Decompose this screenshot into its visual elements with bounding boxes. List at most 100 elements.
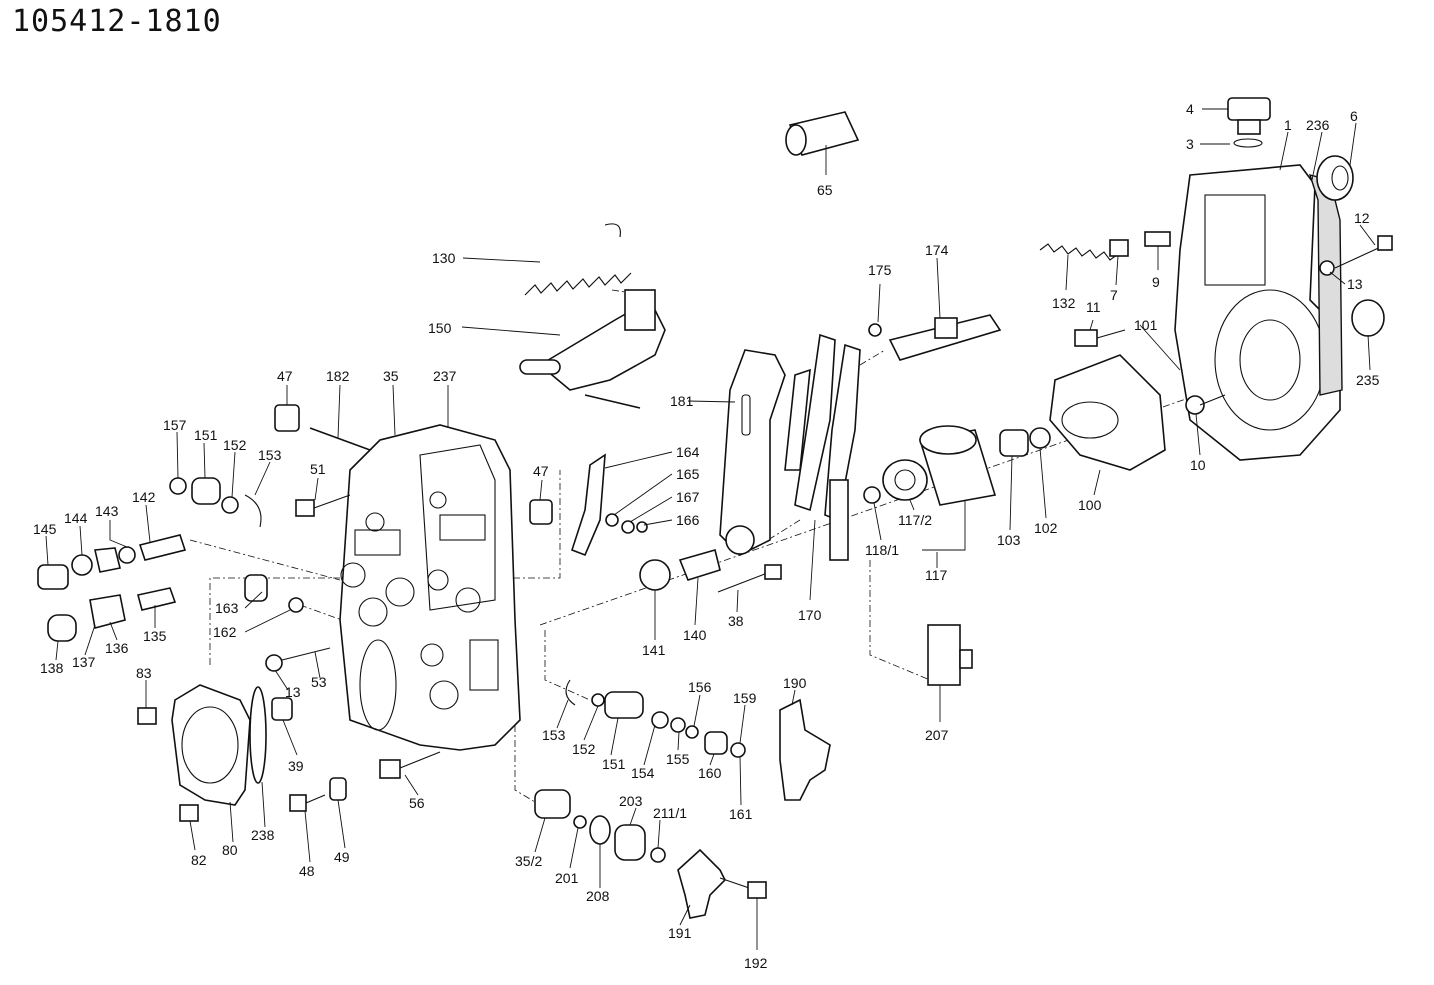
callout-130: 130 — [432, 250, 456, 266]
flyweight-assembly — [999, 354, 1226, 471]
callout-103: 103 — [997, 532, 1021, 548]
callout-160: 160 — [698, 765, 722, 781]
callout-165: 165 — [676, 466, 700, 482]
oil-filler-plug — [1227, 97, 1271, 148]
callout-100: 100 — [1078, 497, 1102, 513]
callout-49: 49 — [334, 849, 350, 865]
callout-47-top: 47 — [277, 368, 293, 384]
callout-47-mid: 47 — [533, 463, 549, 479]
callout-152-upper: 152 — [223, 437, 247, 453]
callout-65: 65 — [817, 182, 833, 198]
cap-236-6 — [1316, 155, 1385, 337]
callout-164: 164 — [676, 444, 700, 460]
cover-80 — [137, 684, 267, 822]
callout-191: 191 — [668, 925, 692, 941]
sleeve-117 — [863, 425, 997, 506]
callout-141: 141 — [642, 642, 666, 658]
callout-138: 138 — [40, 660, 64, 676]
callout-175: 175 — [868, 262, 892, 278]
pin-182 — [274, 404, 371, 451]
bolts-48-49-56 — [289, 751, 441, 812]
callout-166: 166 — [676, 512, 700, 528]
callout-211-1: 211/1 — [653, 805, 687, 821]
callout-238: 238 — [251, 827, 275, 843]
callout-161: 161 — [729, 806, 753, 822]
lever-170 — [784, 333, 861, 561]
lever-174 — [868, 314, 1002, 361]
callout-182: 182 — [326, 368, 350, 384]
callout-137: 137 — [72, 654, 96, 670]
callout-190: 190 — [783, 675, 807, 691]
callout-235: 235 — [1356, 372, 1380, 388]
callout-118-1: 118/1 — [865, 542, 899, 558]
lever-164 — [571, 453, 648, 557]
callout-117: 117 — [925, 567, 948, 583]
callout-13-right: 13 — [1347, 276, 1363, 292]
stop-screw-assembly-upper — [37, 534, 187, 590]
callout-101: 101 — [1134, 317, 1158, 333]
sleeve-65 — [785, 111, 860, 156]
callout-1: 1 — [1284, 117, 1292, 133]
callout-237: 237 — [433, 368, 457, 384]
lever-191 — [677, 848, 767, 919]
callout-11: 11 — [1086, 299, 1101, 315]
callout-201: 201 — [555, 870, 579, 886]
callout-153-upper: 153 — [258, 447, 282, 463]
callout-56: 56 — [409, 795, 425, 811]
callout-159: 159 — [733, 690, 757, 706]
spring-132 — [1039, 231, 1171, 347]
callout-192: 192 — [744, 955, 768, 971]
bushing-151-upper — [169, 477, 262, 528]
callout-144: 144 — [64, 510, 88, 526]
callout-207: 207 — [925, 727, 949, 743]
lever-190 — [779, 698, 831, 801]
callout-102: 102 — [1034, 520, 1058, 536]
callout-181: 181 — [670, 393, 694, 409]
screws-left-cover — [295, 494, 553, 525]
callout-132: 132 — [1052, 295, 1076, 311]
document-id: 105412-1810 — [12, 4, 222, 39]
callout-12: 12 — [1354, 210, 1370, 226]
callout-39: 39 — [288, 758, 304, 774]
callout-163: 163 — [215, 600, 239, 616]
callout-155: 155 — [666, 751, 690, 767]
callout-154: 154 — [631, 765, 655, 781]
callout-117-2: 117/2 — [898, 512, 932, 528]
callout-203: 203 — [619, 793, 643, 809]
callout-48: 48 — [299, 863, 315, 879]
bushing-assembly-lower — [565, 679, 746, 758]
callout-35-2: 35/2 — [515, 853, 542, 869]
callout-35: 35 — [383, 368, 399, 384]
callout-83: 83 — [136, 665, 152, 681]
governor-housing — [1174, 164, 1343, 461]
callout-labels: 4 3 1 236 6 12 13 235 65 130 150 175 174… — [33, 101, 1380, 971]
callout-51: 51 — [310, 461, 326, 477]
callout-53: 53 — [311, 674, 327, 690]
callout-135: 135 — [143, 628, 167, 644]
callout-6: 6 — [1350, 108, 1358, 124]
callout-4: 4 — [1186, 101, 1194, 117]
callout-167: 167 — [676, 489, 700, 505]
callout-236: 236 — [1306, 117, 1330, 133]
callout-151-lower: 151 — [602, 756, 626, 772]
callout-143: 143 — [95, 503, 119, 519]
governor-cover — [339, 424, 521, 751]
lever-181 — [719, 349, 786, 556]
screw-12 — [1319, 235, 1393, 276]
bushing-203 — [589, 815, 666, 863]
callout-9: 9 — [1152, 274, 1160, 290]
stop-screw-assembly-lower — [47, 587, 177, 642]
callout-174: 174 — [925, 242, 949, 258]
callout-136: 136 — [105, 640, 129, 656]
callout-153-lower: 153 — [542, 727, 566, 743]
lever-150 — [519, 289, 666, 409]
callout-80: 80 — [222, 842, 238, 858]
callout-38: 38 — [728, 613, 744, 629]
callout-7: 7 — [1110, 287, 1118, 303]
callout-10: 10 — [1190, 457, 1206, 473]
callout-145: 145 — [33, 521, 57, 537]
callout-142: 142 — [132, 489, 156, 505]
callout-151-upper: 151 — [194, 427, 218, 443]
part-207 — [927, 624, 973, 686]
